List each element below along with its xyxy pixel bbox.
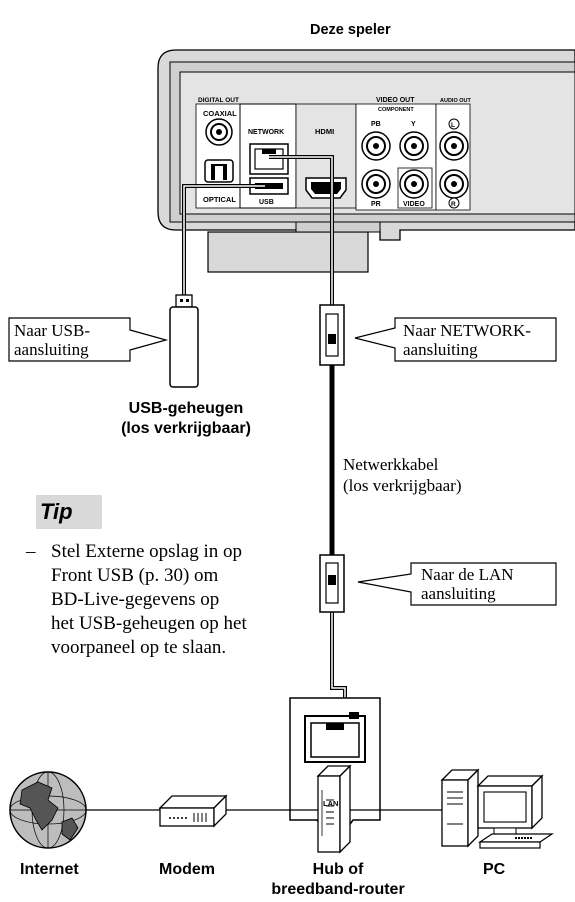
optical-jack-icon	[204, 159, 234, 183]
usb-cable	[182, 184, 265, 295]
video-out-label: VIDEO OUT	[376, 97, 415, 104]
pb-jack-icon	[361, 131, 391, 161]
video-label: VIDEO	[403, 201, 425, 208]
audio-r-label: R	[451, 201, 456, 208]
pc-icon	[440, 768, 554, 849]
tip-text: Stel Externe opslag in op Front USB (p. …	[51, 541, 247, 658]
y-jack-icon	[399, 131, 429, 161]
callout-network-text: Naar NETWORK- aansluiting	[403, 321, 531, 359]
pr-jack-icon	[361, 169, 391, 199]
callout-network-box	[354, 317, 557, 362]
modem-icon	[158, 794, 228, 828]
digital-out-label: DIGITAL OUT	[198, 97, 239, 104]
usb-memory-icon	[169, 294, 199, 388]
usb-label: USB	[259, 199, 274, 206]
callout-usb-box	[8, 317, 169, 362]
player-rear-panel: DIGITAL OUT COAXIAL OPTICAL NETWORK USB …	[157, 49, 575, 273]
network-plug-bottom-icon	[319, 554, 345, 613]
hdmi-label: HDMI	[315, 127, 334, 136]
network-label: NETWORK	[248, 129, 284, 136]
network-cable-upper	[269, 155, 334, 305]
callout-usb-text: Naar USB- aansluiting	[14, 321, 91, 359]
hdmi-jack-icon	[305, 177, 347, 199]
callout-lan-text: Naar de LAN aansluiting	[421, 565, 514, 603]
router-icon	[316, 764, 352, 854]
callout-lan-box	[357, 562, 557, 606]
player-title: Deze speler	[310, 22, 391, 38]
tip-dash: –	[26, 541, 36, 562]
globe-icon	[9, 771, 87, 849]
hub-label: Hub of breedband-router	[271, 861, 405, 898]
optical-label: OPTICAL	[203, 195, 236, 204]
internet-label: Internet	[20, 861, 79, 878]
tip-body: – Stel Externe opslag in op Front USB (p…	[26, 540, 247, 660]
network-cable-caption: Netwerkkabel (los verkrijgbaar)	[343, 455, 462, 495]
y-label: Y	[411, 121, 416, 128]
audio-out-label: AUDIO OUT	[440, 98, 472, 104]
lan-label: LAN	[323, 799, 338, 808]
pc-label: PC	[483, 861, 506, 878]
tip-title: Tip	[36, 495, 102, 529]
audio-l-label: L	[451, 122, 455, 129]
coaxial-label: COAXIAL	[203, 109, 237, 118]
audio-l-jack-icon	[439, 131, 469, 161]
pb-label: PB	[371, 121, 381, 128]
pr-label: PR	[371, 201, 381, 208]
modem-label: Modem	[159, 861, 215, 878]
network-cable-lower	[330, 612, 353, 712]
coaxial-jack-icon	[205, 118, 233, 146]
network-plug-top-icon	[319, 304, 345, 366]
video-jack-icon	[397, 167, 433, 209]
component-label: COMPONENT	[378, 107, 414, 113]
usb-memory-caption: USB-geheugen (los verkrijgbaar)	[121, 400, 251, 437]
audio-r-jack-icon	[439, 169, 469, 199]
